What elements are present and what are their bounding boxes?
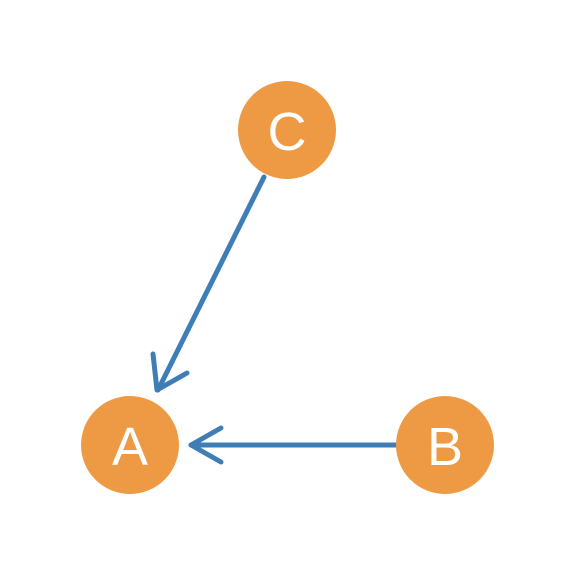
node-c-circle: [238, 81, 336, 179]
nodes-layer: C A B: [81, 81, 494, 494]
node-a[interactable]: A: [81, 396, 179, 494]
node-a-circle: [81, 396, 179, 494]
edge-c-to-a: [150, 174, 267, 393]
node-c-label: C: [268, 102, 307, 162]
node-b[interactable]: B: [396, 396, 494, 494]
arrowhead-a-from-b-icon: [188, 425, 224, 465]
node-b-circle: [396, 396, 494, 494]
node-a-label: A: [112, 417, 148, 477]
edges-layer: [150, 174, 401, 465]
node-c[interactable]: C: [238, 81, 336, 179]
arrowhead-a-from-c-icon: [150, 351, 190, 393]
edge-b-to-a: [188, 425, 401, 465]
node-b-label: B: [427, 417, 463, 477]
edge-c-to-a-line: [155, 174, 267, 393]
